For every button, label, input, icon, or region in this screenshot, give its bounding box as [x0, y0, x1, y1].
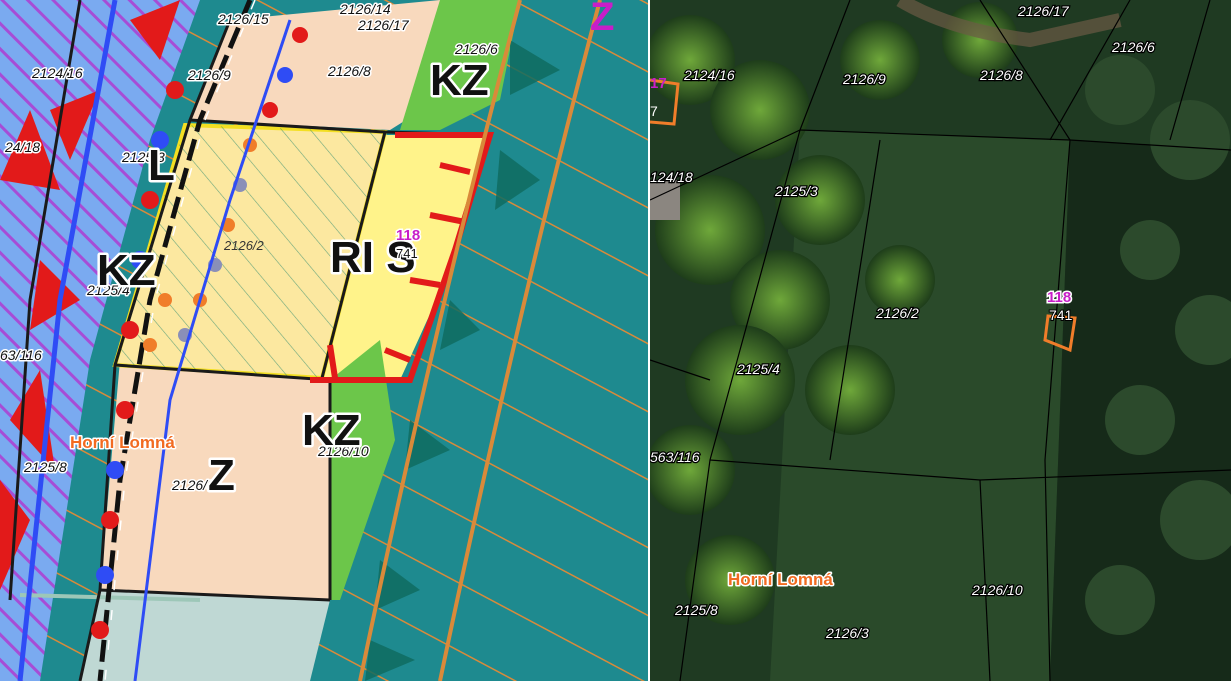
- parcel-label: 2126/10: [317, 443, 369, 459]
- parcel-label: 124/18: [650, 169, 693, 185]
- residential-area: [190, 0, 470, 130]
- corner-letter: Z: [590, 0, 614, 39]
- parcel-label: 2126/10: [971, 582, 1023, 598]
- zone-code: KZ: [97, 246, 156, 295]
- parcel-label: 2124/16: [683, 67, 735, 83]
- edge-building-number: 17: [650, 75, 667, 92]
- parcel-label: 2126/17: [1017, 3, 1070, 19]
- zone-code: KZ: [302, 406, 361, 455]
- parcel-label: 2126/6: [1111, 39, 1155, 55]
- parcel-label: 2126/3: [171, 477, 215, 493]
- parcel-label: 2126/14: [339, 1, 391, 17]
- dot-chain: [91, 27, 308, 639]
- parcel-label: 2126/9: [187, 67, 231, 83]
- parcel-label: 2125/4: [86, 282, 130, 298]
- house-number: 741: [396, 246, 418, 261]
- village-label: Horní Lomná: [70, 433, 175, 452]
- aerial-photo-map[interactable]: 17 7 2126/17 2126/6 2124/16 2126/9 2126/…: [645, 0, 1231, 682]
- parcel-label: 2126/8: [979, 67, 1023, 83]
- edge-house-number: 7: [650, 103, 658, 119]
- zoning-plan-map[interactable]: Z 2126/15 2126/14 2126/17 2126/6 2124/16…: [0, 0, 648, 682]
- zone-code: KZ: [430, 56, 489, 105]
- building-number: 118: [396, 227, 420, 244]
- parcel-label: 2126/3: [825, 625, 869, 641]
- parcel-label: 2126/8: [327, 63, 371, 79]
- parcel-label: 563/116: [650, 449, 700, 465]
- building-outline: [1043, 314, 1077, 353]
- zoning-plan-svg: Z 2126/15 2126/14 2126/17 2126/6 2124/16…: [0, 0, 648, 682]
- village-label: Horní Lomná: [728, 570, 833, 589]
- parcel-label: 24/18: [4, 139, 40, 155]
- zone-code: RI S: [330, 233, 416, 282]
- parcel-label: 63/116: [0, 347, 42, 363]
- parcel-label: 2126/9: [842, 71, 886, 87]
- parcel-label: 2126/17: [357, 17, 410, 33]
- house-number: 741: [1049, 307, 1073, 323]
- zone-code: L: [148, 141, 175, 190]
- building-number: 118: [1047, 289, 1071, 306]
- aerial-photo-svg: 17 7 2126/17 2126/6 2124/16 2126/9 2126/…: [645, 0, 1231, 682]
- parcel-label: 2125/8: [674, 602, 718, 618]
- parcel-label: 2126/6: [454, 41, 498, 57]
- parcel-label: 2125/4: [736, 361, 780, 377]
- dot-chain-2: [143, 138, 257, 352]
- residential-area-2: [100, 360, 330, 600]
- parcel-label: 2125/8: [23, 459, 67, 475]
- parcel-label: 2126/2: [223, 238, 265, 253]
- parcel-label: 2124/16: [31, 65, 83, 81]
- parcel-label: 2125/3: [774, 183, 818, 199]
- zone-code: Z: [208, 451, 235, 500]
- parcel-label: 2126/2: [875, 305, 919, 321]
- parcel-label: 2125/3: [121, 149, 165, 165]
- parcel-label: 2126/15: [217, 11, 269, 27]
- recreation-area: [310, 135, 490, 380]
